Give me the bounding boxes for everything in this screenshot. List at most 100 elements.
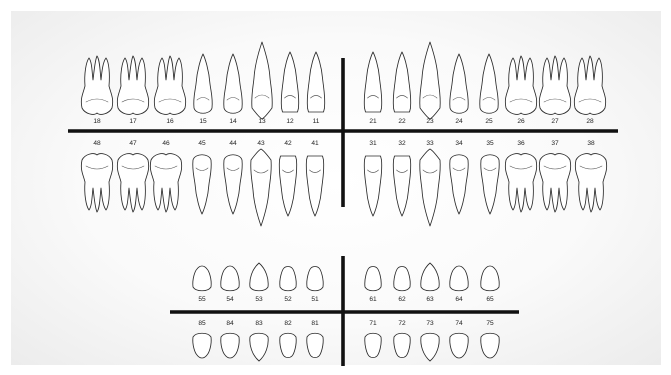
tooth-25	[480, 54, 499, 113]
tooth-81	[307, 333, 323, 357]
tooth-81-outline	[307, 333, 323, 357]
tooth-53-outline	[250, 263, 268, 291]
tooth-number-55: 55	[198, 296, 206, 303]
tooth-number-72: 72	[398, 320, 406, 327]
tooth-number-23: 23	[426, 118, 434, 125]
tooth-12-outline	[281, 52, 299, 112]
tooth-38	[575, 154, 606, 212]
tooth-number-33: 33	[426, 140, 434, 147]
tooth-64	[450, 266, 468, 291]
tooth-number-32: 32	[398, 140, 406, 147]
tooth-14	[224, 54, 243, 113]
tooth-number-14: 14	[229, 118, 237, 125]
tooth-44-outline	[224, 155, 243, 214]
tooth-number-41: 41	[311, 140, 319, 147]
tooth-number-63: 63	[426, 296, 434, 303]
tooth-85-outline	[193, 333, 211, 358]
tooth-26-outline	[505, 56, 536, 114]
tooth-number-31: 31	[369, 140, 377, 147]
tooth-number-47: 47	[129, 140, 137, 147]
tooth-73	[421, 333, 439, 361]
tooth-75	[481, 333, 499, 358]
tooth-43	[251, 149, 272, 226]
tooth-number-35: 35	[486, 140, 494, 147]
tooth-54	[221, 266, 239, 291]
tooth-26	[505, 56, 536, 114]
tooth-44	[224, 155, 243, 214]
tooth-number-38: 38	[587, 140, 595, 147]
tooth-31	[364, 156, 382, 216]
tooth-55-outline	[193, 266, 211, 291]
tooth-65-outline	[481, 266, 499, 291]
tooth-72-outline	[394, 333, 410, 357]
tooth-34-outline	[450, 155, 469, 214]
tooth-47	[117, 154, 148, 212]
tooth-22	[393, 52, 411, 112]
tooth-71-outline	[365, 333, 381, 357]
tooth-22-outline	[393, 52, 411, 112]
tooth-55	[193, 266, 211, 291]
tooth-32-outline	[393, 156, 411, 216]
tooth-number-25: 25	[485, 118, 493, 125]
tooth-17	[117, 56, 148, 114]
tooth-83-outline	[250, 333, 268, 361]
tooth-72	[394, 333, 410, 357]
tooth-21	[364, 52, 382, 112]
tooth-number-54: 54	[226, 296, 234, 303]
tooth-82-outline	[280, 333, 296, 357]
tooth-number-36: 36	[517, 140, 525, 147]
tooth-28	[574, 56, 605, 114]
tooth-48	[81, 154, 112, 212]
tooth-number-75: 75	[486, 320, 494, 327]
tooth-46-outline	[150, 154, 181, 212]
tooth-74	[450, 333, 468, 358]
tooth-42-outline	[279, 156, 297, 216]
tooth-84	[221, 333, 239, 358]
tooth-36	[505, 154, 536, 212]
tooth-number-51: 51	[311, 296, 319, 303]
tooth-64-outline	[450, 266, 468, 291]
tooth-35-outline	[481, 155, 500, 214]
tooth-16	[154, 56, 185, 114]
tooth-number-53: 53	[255, 296, 263, 303]
tooth-51-outline	[307, 267, 323, 291]
tooth-number-52: 52	[284, 296, 292, 303]
tooth-18-outline	[81, 56, 112, 114]
tooth-number-42: 42	[284, 140, 292, 147]
tooth-42	[279, 156, 297, 216]
tooth-13-outline	[252, 42, 273, 119]
tooth-74-outline	[450, 333, 468, 358]
tooth-62-outline	[394, 267, 410, 291]
tooth-number-84: 84	[226, 320, 234, 327]
tooth-number-65: 65	[486, 296, 494, 303]
tooth-13	[252, 42, 273, 119]
tooth-number-71: 71	[369, 320, 377, 327]
tooth-14-outline	[224, 54, 243, 113]
tooth-53	[250, 263, 268, 291]
tooth-number-64: 64	[455, 296, 463, 303]
tooth-36-outline	[505, 154, 536, 212]
tooth-35	[481, 155, 500, 214]
tooth-37-outline	[539, 154, 570, 212]
tooth-27	[539, 56, 570, 114]
tooth-18	[81, 56, 112, 114]
tooth-number-74: 74	[455, 320, 463, 327]
tooth-15	[194, 54, 213, 113]
tooth-65	[481, 266, 499, 291]
tooth-84-outline	[221, 333, 239, 358]
tooth-61-outline	[365, 267, 381, 291]
tooth-23	[420, 42, 441, 119]
tooth-number-17: 17	[129, 118, 137, 125]
tooth-62	[394, 267, 410, 291]
tooth-28-outline	[574, 56, 605, 114]
tooth-number-82: 82	[284, 320, 292, 327]
tooth-73-outline	[421, 333, 439, 361]
tooth-number-26: 26	[517, 118, 525, 125]
tooth-number-43: 43	[257, 140, 265, 147]
tooth-52-outline	[280, 267, 296, 291]
tooth-45	[193, 155, 212, 214]
tooth-number-28: 28	[586, 118, 594, 125]
tooth-number-24: 24	[455, 118, 463, 125]
